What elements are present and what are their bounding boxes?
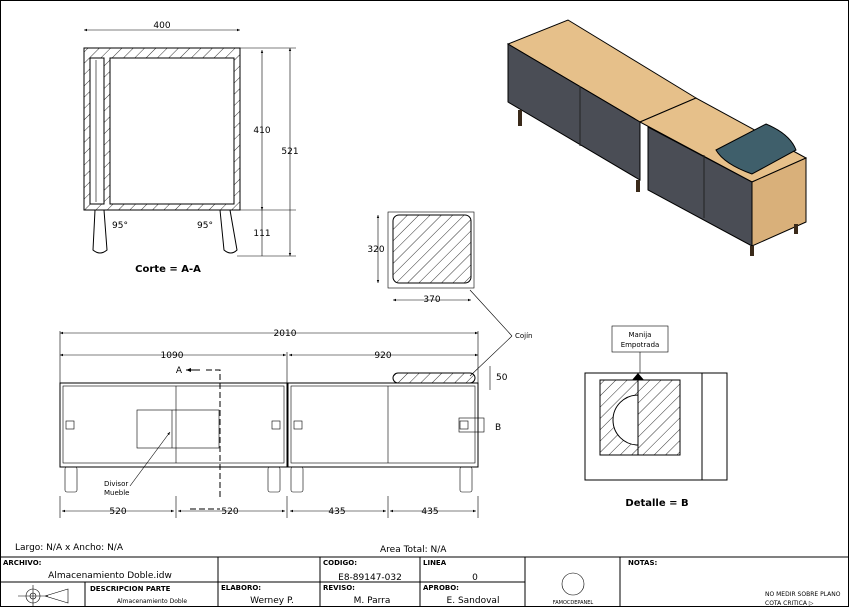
elaboro-label: ELABORO: — [221, 584, 261, 592]
dim-bottom-3: 435 — [328, 507, 345, 517]
company-logo — [561, 572, 585, 596]
cushion-front — [392, 372, 476, 384]
detail-b-caption: Detalle = B — [625, 498, 688, 509]
cushion-section-view: 320 370 — [367, 211, 475, 305]
largo-ancho: Largo: N/A x Ancho: N/A — [15, 543, 124, 553]
cut-label-a: A — [176, 366, 183, 376]
codigo-label: CODIGO: — [323, 559, 357, 567]
leg-right — [219, 209, 238, 254]
cut-line-a — [190, 369, 221, 510]
dim-bottom-1: 520 — [109, 507, 126, 517]
projection-symbol-icon — [18, 585, 69, 607]
dim-total: 2010 — [274, 329, 297, 339]
dim-height-inner: 410 — [253, 126, 270, 136]
area-total: Area Total: N/A — [380, 545, 447, 555]
note-2: COTA CRITICA ▷ — [765, 600, 814, 607]
aprobo-label: APROBO: — [423, 584, 459, 592]
handle-label-2: Empotrada — [621, 341, 660, 349]
descripcion-value: Almacenamiento Doble — [117, 598, 187, 605]
company-logo-text: FAMOCDEPANEL — [553, 600, 594, 606]
archivo-value: Almacenamiento Doble.idw — [48, 571, 172, 581]
aprobo-value: E. Sandoval — [447, 596, 500, 606]
notas-label: NOTAS: — [628, 559, 657, 567]
angle-right: 95° — [197, 221, 213, 231]
title-block: Largo: N/A x Ancho: N/A Area Total: N/A … — [0, 543, 849, 607]
descripcion-label: DESCRIPCION PARTE — [90, 585, 171, 593]
dim-left: 1090 — [161, 351, 184, 361]
reviso-label: REVISO: — [323, 584, 355, 592]
divider-label-2: Mueble — [104, 489, 129, 497]
section-aa-view: 400 410 521 111 95° 95° Corte = A-A — [83, 21, 299, 275]
dim-cushion-height: 320 — [367, 245, 384, 255]
dim-bottom-4: 435 — [421, 507, 438, 517]
isometric-view — [506, 19, 808, 256]
dim-right: 920 — [374, 351, 391, 361]
dim-cushion-50: 50 — [496, 373, 508, 383]
leg-left — [92, 209, 108, 254]
elaboro-value: Werney P. — [250, 596, 294, 606]
dim-leg-height: 111 — [253, 229, 270, 239]
dim-height-total: 521 — [281, 147, 298, 157]
linea-label: LINEA — [423, 559, 447, 567]
reviso-value: M. Parra — [354, 596, 391, 606]
handle-label-1: Manija — [629, 331, 652, 339]
linea-value: 0 — [472, 573, 478, 583]
dim-bottom-2: 520 — [221, 507, 238, 517]
detail-b-view: Manija Empotrada Detalle = B — [584, 325, 728, 509]
section-aa-caption: Corte = A-A — [135, 264, 201, 275]
divider-label-1: Divisor — [104, 480, 128, 488]
cushion-label: Cojín — [515, 332, 533, 340]
detail-label-b: B — [495, 423, 501, 433]
archivo-label: ARCHIVO: — [3, 559, 42, 567]
angle-left: 95° — [112, 221, 128, 231]
front-view: A B 2010 1090 920 50 520 520 435 435 Div… — [59, 289, 533, 518]
codigo-value: E8-89147-032 — [338, 573, 402, 583]
cushion-3d — [715, 123, 797, 175]
note-1: NO MEDIR SOBRE PLANO — [765, 591, 841, 598]
dim-width: 400 — [153, 21, 170, 31]
dim-cushion-width: 370 — [423, 295, 440, 305]
